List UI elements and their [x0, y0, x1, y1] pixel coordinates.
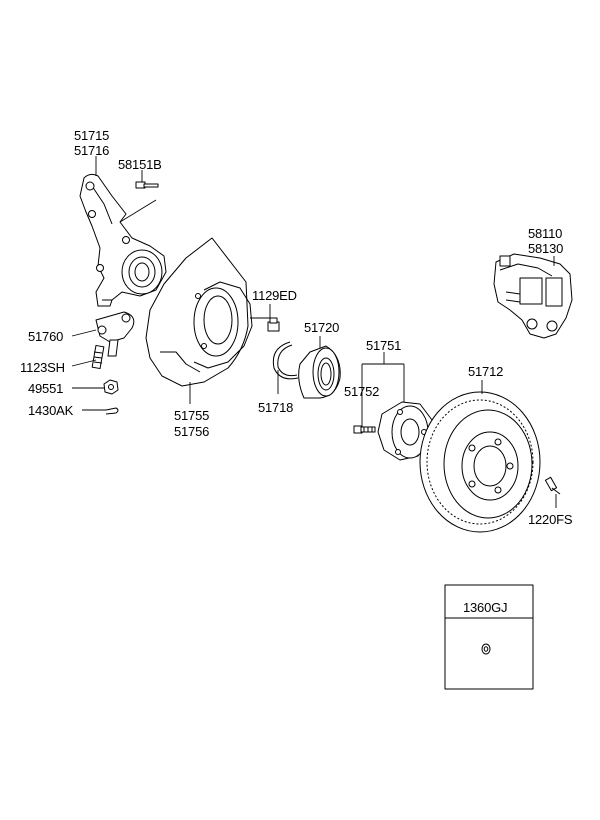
label-58130: 58130: [528, 241, 563, 256]
label-51756: 51756: [174, 424, 209, 439]
label-51715: 51715: [74, 128, 109, 143]
label-1220fs: 1220FS: [528, 512, 573, 527]
part-labels: 51715 51716 58151B 51760 1123SH 49551 14…: [20, 128, 573, 527]
label-51720: 51720: [304, 320, 339, 335]
label-51751: 51751: [366, 338, 401, 353]
label-1129ed: 1129ED: [252, 288, 297, 303]
label-49551: 49551: [28, 381, 63, 396]
label-51718: 51718: [258, 400, 293, 415]
label-1430ak: 1430AK: [28, 403, 74, 418]
hub-bolt-51752[interactable]: [353, 425, 376, 434]
nut-49551[interactable]: [103, 379, 119, 395]
label-1360gj: 1360GJ: [463, 600, 507, 615]
clip-1360gj: [481, 643, 491, 655]
screw-1220fs[interactable]: [544, 476, 561, 495]
bolt-58151b[interactable]: [135, 181, 159, 189]
cotter-pin-1430ak[interactable]: [105, 407, 119, 415]
label-58110: 58110: [528, 226, 562, 241]
bolt-1129ed[interactable]: [267, 317, 280, 332]
label-1123sh: 1123SH: [20, 360, 65, 375]
wheel-bearing-51720[interactable]: [298, 345, 341, 399]
ball-joint[interactable]: [95, 311, 135, 357]
label-51752: 51752: [344, 384, 379, 399]
label-58151b: 58151B: [118, 157, 162, 172]
label-51755: 51755: [174, 408, 209, 423]
label-51760: 51760: [28, 329, 63, 344]
bolt-1123sh[interactable]: [91, 344, 105, 370]
dust-cover[interactable]: [145, 237, 253, 387]
steering-knuckle[interactable]: [79, 173, 167, 307]
brake-disc-51712[interactable]: [419, 391, 541, 533]
brake-caliper[interactable]: [493, 253, 573, 339]
leader-lines: [71, 156, 557, 508]
label-51716: 51716: [74, 143, 109, 158]
snap-ring-51718[interactable]: [272, 341, 299, 380]
label-51712: 51712: [468, 364, 503, 379]
inset-box-1360gj[interactable]: 1360GJ: [444, 584, 534, 690]
